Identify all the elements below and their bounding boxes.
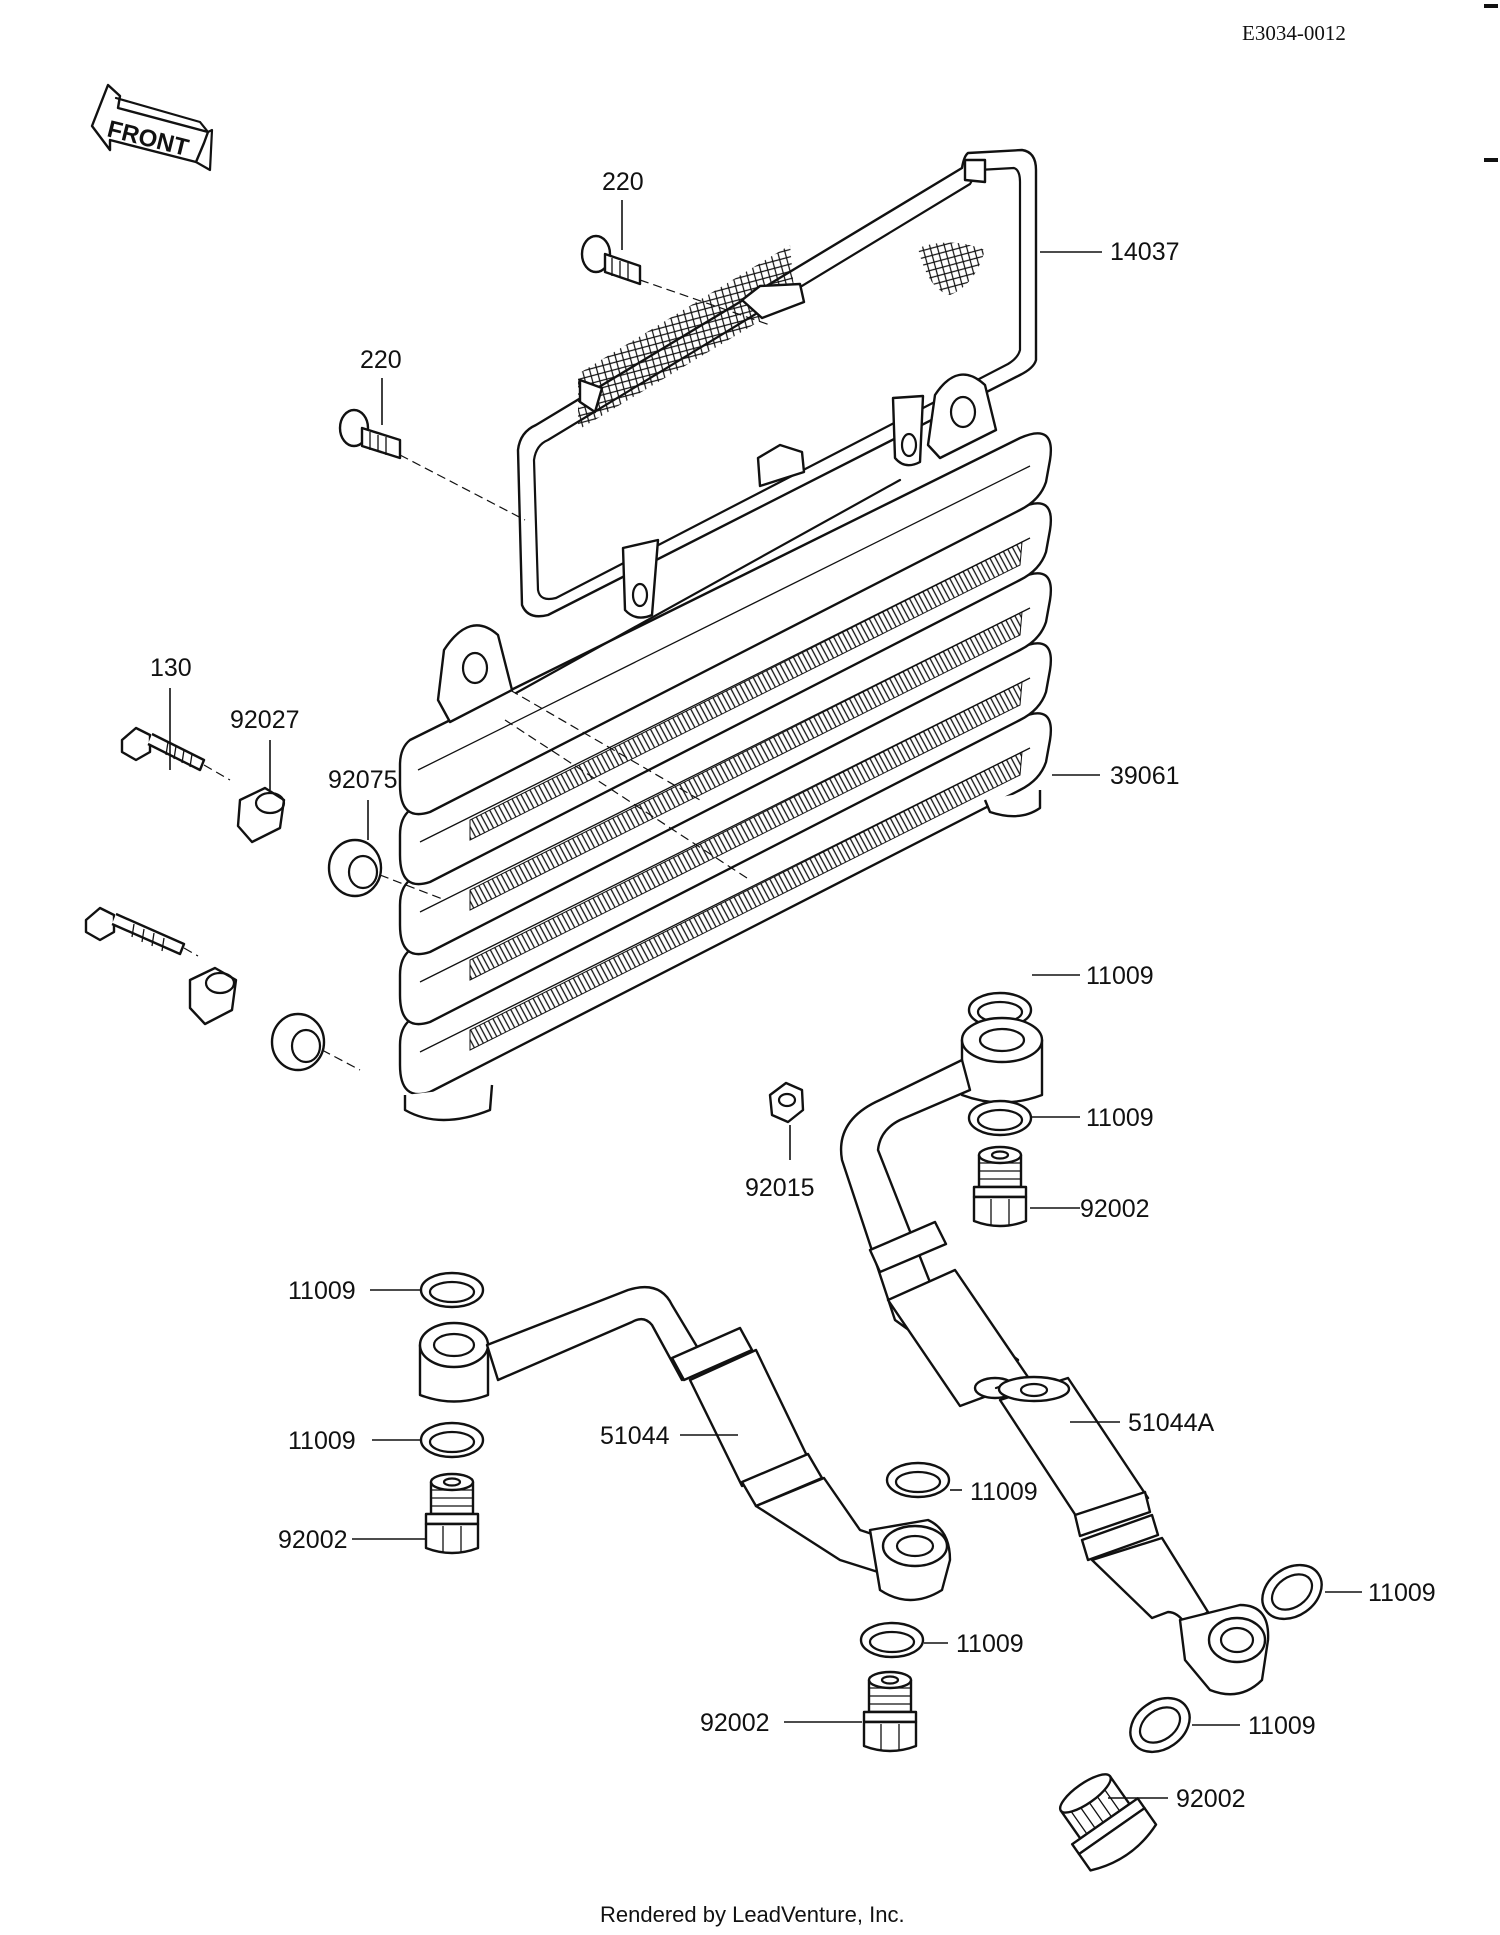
oil-cooler-guard (516, 148, 1038, 619)
cooler-row (398, 572, 1053, 956)
grommet-92075-lower (270, 1012, 326, 1072)
washer-11009-g (1261, 1563, 1323, 1621)
bolt-130 (120, 726, 206, 772)
callout-11009-c: 11009 (288, 1277, 356, 1305)
callout-220-lower: 220 (360, 346, 402, 374)
cooler-row (398, 712, 1053, 1096)
oil-hose-51044a-lower (997, 1375, 1270, 1696)
callout-11009-d: 11009 (288, 1427, 356, 1455)
callout-51044: 51044 (600, 1422, 670, 1450)
footer-credit: Rendered by LeadVenture, Inc. (600, 1902, 905, 1927)
callout-92027: 92027 (230, 706, 300, 734)
reference-code: E3034-0012 (1242, 21, 1346, 45)
washer-11009-f (859, 1621, 925, 1659)
callout-130: 130 (150, 654, 192, 682)
callout-220-upper: 220 (602, 168, 644, 196)
washer-11009-h (1129, 1696, 1191, 1754)
bolt-130-lower (84, 906, 186, 956)
collar-92027-lower (188, 966, 238, 1026)
callout-92002-b: 92002 (278, 1526, 348, 1554)
screw-220-lower (338, 408, 402, 460)
nut-92015 (768, 1081, 805, 1124)
oil-hose-51044 (485, 1285, 952, 1602)
crop-mark-mid (1484, 158, 1498, 162)
oil-hose-51044a (839, 1058, 1032, 1408)
callout-92015: 92015 (745, 1174, 815, 1202)
callout-11009-g: 11009 (1368, 1579, 1436, 1607)
callout-51044a: 51044A (1128, 1409, 1215, 1437)
washer-11009-e (885, 1461, 951, 1499)
banjo-bolt-92002-a (972, 1145, 1028, 1228)
screw-220-upper (580, 234, 642, 286)
washer-11009-d (419, 1421, 485, 1459)
banjo-bolt-92002-b (424, 1472, 480, 1555)
callout-92002-c: 92002 (700, 1709, 770, 1737)
cooler-row (398, 502, 1053, 886)
callout-92002-a: 92002 (1080, 1195, 1150, 1223)
washer-11009-c (419, 1271, 485, 1309)
oil-cooler-core (398, 373, 1053, 1122)
leader-lines (169, 200, 1362, 1799)
callout-39061: 39061 (1110, 762, 1180, 790)
collar-92027-upper (236, 786, 286, 844)
front-arrow: FRONT (90, 83, 214, 172)
callout-92075: 92075 (328, 766, 398, 794)
crop-mark-top (1484, 4, 1498, 8)
washer-11009-b (967, 1099, 1033, 1137)
callout-14037: 14037 (1110, 238, 1180, 266)
cooler-row-top (398, 432, 1053, 816)
callout-11009-a: 11009 (1086, 962, 1154, 990)
banjo-fitting-left (418, 1321, 490, 1403)
banjo-bolt-92002-c (862, 1670, 918, 1753)
banjo-fitting-right (960, 1016, 1044, 1104)
callout-11009-f: 11009 (956, 1630, 1024, 1658)
grommet-92075-upper (327, 838, 383, 898)
callout-11009-b: 11009 (1086, 1104, 1154, 1132)
callout-11009-e: 11009 (970, 1478, 1038, 1506)
cooler-row (398, 642, 1053, 1026)
callout-11009-h: 11009 (1248, 1712, 1316, 1740)
callout-92002-d: 92002 (1176, 1785, 1246, 1813)
banjo-bolt-92002-d (1058, 1773, 1158, 1872)
